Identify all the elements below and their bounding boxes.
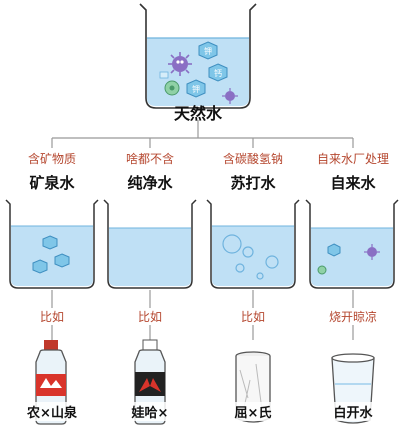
tree-connectors bbox=[51, 120, 354, 340]
example-mineral: 农×山泉 bbox=[26, 402, 78, 421]
beaker-soda bbox=[206, 199, 300, 289]
example-soda: 屈×氏 bbox=[233, 402, 273, 421]
property-pure: 啥都不含 bbox=[125, 152, 175, 166]
name-tap: 自来水 bbox=[330, 174, 376, 192]
root-title: 天然水 bbox=[173, 104, 223, 123]
germ-icon bbox=[222, 88, 238, 104]
name-mineral: 矿泉水 bbox=[29, 174, 75, 192]
name-pure: 纯净水 bbox=[127, 174, 173, 192]
svg-text:钾: 钾 bbox=[192, 85, 200, 94]
link-tap: 烧开晾凉 bbox=[326, 308, 380, 325]
property-tap: 自来水厂处理 bbox=[316, 152, 390, 166]
beaker-mineral bbox=[5, 199, 99, 289]
link-mineral: 比如 bbox=[37, 308, 67, 325]
property-mineral: 含矿物质 bbox=[27, 152, 77, 166]
link-pure: 比如 bbox=[135, 308, 165, 325]
ion-icon: 钾 bbox=[198, 41, 218, 60]
beaker-tap bbox=[305, 199, 399, 289]
germ-icon bbox=[168, 52, 192, 76]
top-beaker: 钾 钙 钾 bbox=[139, 3, 257, 109]
svg-text:钙: 钙 bbox=[214, 68, 222, 78]
example-pure: 娃哈× bbox=[130, 402, 170, 421]
svg-text:钾: 钾 bbox=[204, 47, 212, 56]
name-soda: 苏打水 bbox=[230, 174, 276, 192]
microbe-icon bbox=[164, 80, 180, 96]
beaker-pure bbox=[103, 199, 197, 289]
ion-icon: 钾 bbox=[186, 79, 206, 98]
example-tap: 白开水 bbox=[332, 402, 374, 421]
link-soda: 比如 bbox=[238, 308, 268, 325]
property-soda: 含碳酸氢钠 bbox=[222, 152, 284, 166]
ion-icon: 钙 bbox=[208, 63, 228, 82]
